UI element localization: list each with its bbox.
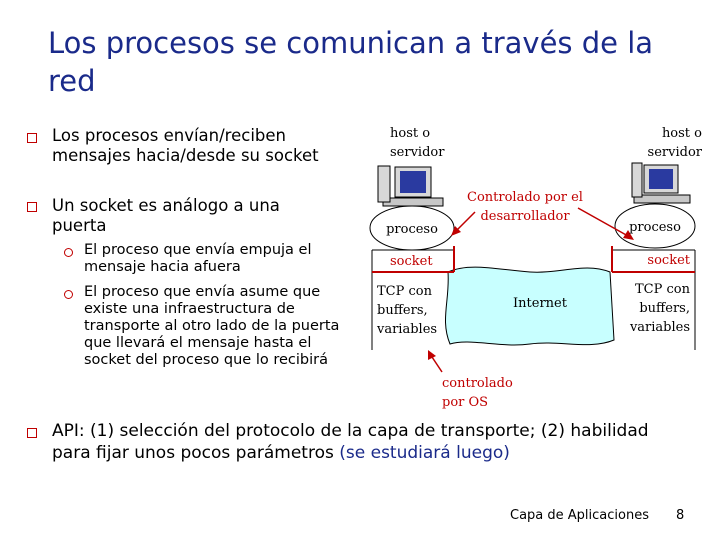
computer-icon [631, 162, 691, 204]
right-host-label: host o servidor [647, 126, 702, 160]
bullet-marker [27, 428, 37, 438]
left-tcp-label: TCP con buffers, variables [377, 284, 438, 337]
left-process-label: proceso [386, 222, 438, 237]
footer-label: Capa de Aplicaciones [510, 508, 649, 523]
sub-bullet-text: El proceso que envía empuja el mensaje h… [84, 242, 312, 275]
bullet-marker [27, 133, 37, 143]
api-bullet-note: (se estudiará luego) [339, 443, 510, 463]
api-bullet-text: API: (1) selección del protocolo de la c… [52, 421, 649, 463]
developer-arrow-right-head [623, 230, 634, 240]
internet-label: Internet [513, 296, 567, 311]
os-arrow-head [428, 350, 436, 360]
right-tcp-label: TCP con buffers, variables [629, 282, 690, 335]
computer-icon [377, 165, 444, 207]
slide-title: Los procesos se comunican a través de la… [48, 26, 654, 98]
right-process-label: proceso [629, 220, 681, 235]
developer-arrow-left [454, 211, 476, 233]
sub-bullet-text: El proceso que envía asume que existe un… [84, 284, 340, 368]
developer-arrow-left-head [451, 226, 461, 236]
bullet-marker [27, 202, 37, 212]
developer-control-label: Controlado por el desarrollador [467, 190, 583, 224]
bullet-text: Un socket es análogo a una puerta [52, 196, 280, 235]
left-host-label: host o servidor [390, 126, 445, 160]
page-number: 8 [676, 508, 685, 523]
right-process-oval [614, 203, 696, 249]
left-socket-label: socket [390, 254, 433, 269]
os-control-label: controlado por OS [442, 376, 513, 410]
right-socket-label: socket [647, 253, 690, 268]
sub-bullet-marker [64, 248, 73, 257]
developer-arrow-right [577, 207, 629, 237]
sub-bullet-marker [64, 290, 73, 299]
api-bullet: API: (1) selección del protocolo de la c… [52, 420, 692, 464]
internet-cloud [444, 266, 615, 346]
bullet-text: Los procesos envían/reciben mensajes hac… [52, 126, 319, 165]
